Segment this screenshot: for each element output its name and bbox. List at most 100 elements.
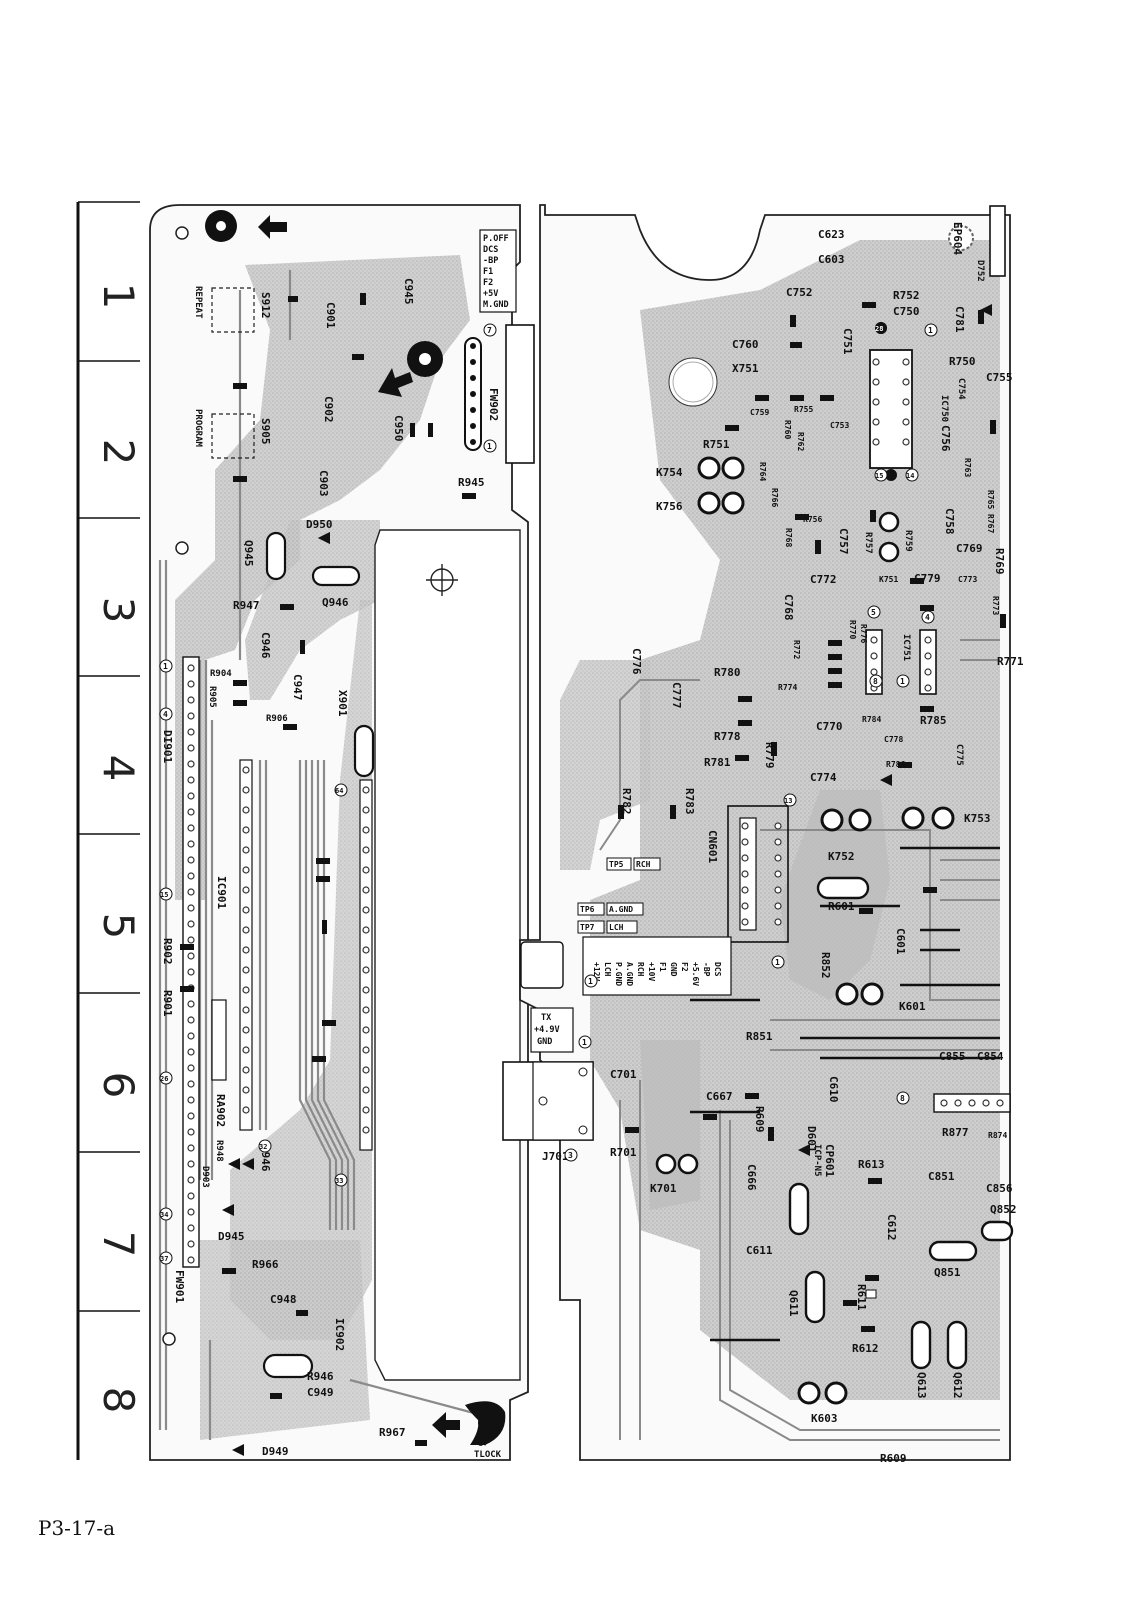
part-label: C903 [317, 470, 330, 497]
part-label: IC750 [939, 395, 949, 422]
tag-text: TP7 [580, 923, 595, 932]
part-label: R901 [161, 990, 174, 1017]
tag-text: RCH [636, 860, 651, 869]
part-label: R774 [778, 683, 797, 692]
pin-number: 15 [875, 472, 883, 480]
part-label: R779 [763, 742, 776, 769]
pin-number: 1 [775, 958, 780, 967]
part-label: D903 [200, 1166, 210, 1188]
part-label: C611 [746, 1244, 773, 1257]
part-label: R757 [863, 532, 873, 554]
ruler-label-2: 2 [94, 439, 143, 466]
part-label: K754 [656, 466, 683, 479]
part-label: D949 [262, 1445, 289, 1458]
part-label: R763 [963, 458, 972, 477]
part-label: R764 [758, 462, 767, 481]
part-label: C760 [732, 338, 759, 351]
part-label: FW902 [487, 388, 500, 421]
pin-number: 13 [784, 797, 792, 805]
part-label: R613 [858, 1158, 885, 1171]
legend-text: TX [541, 1013, 551, 1023]
part-label: R767 [986, 514, 995, 533]
cn601-legend: +12V LCH P.GND A.GND RCH +10V F1 GND F2 … [592, 962, 722, 986]
part-label: R601 [828, 900, 855, 913]
ruler-label-8: 8 [94, 1387, 143, 1414]
part-label: C781 [953, 306, 966, 333]
part-label: K601 [899, 1000, 926, 1013]
part-label: Q946 [322, 596, 349, 609]
ruler-label-7: 7 [94, 1231, 143, 1258]
part-label: C774 [810, 771, 837, 784]
part-label: R609 [753, 1106, 766, 1133]
part-label: R771 [997, 655, 1024, 668]
arrow-icon [258, 215, 287, 239]
part-label: R946 [307, 1370, 334, 1383]
part-label: C769 [956, 542, 983, 555]
part-label: C948 [270, 1293, 297, 1306]
part-label: C750 [893, 305, 920, 318]
pin-number: 5 [871, 608, 876, 617]
part-label: R752 [893, 289, 920, 302]
part-label: J701 [542, 1150, 569, 1163]
part-label: R786 [886, 760, 905, 769]
part-label: R612 [852, 1342, 879, 1355]
ruler-label-5: 5 [94, 913, 143, 940]
legend-text: F2 [680, 962, 689, 972]
pin-number: 64 [335, 787, 343, 795]
part-label: ICP-N5 [812, 1144, 822, 1177]
legend-text: DCS [713, 962, 722, 977]
part-label: X901 [336, 690, 349, 717]
part-label: C772 [810, 573, 837, 586]
part-label: S905 [259, 418, 272, 445]
tlock-label: TLOCK [474, 1450, 502, 1460]
part-label: C855 [939, 1050, 966, 1063]
part-label: C751 [841, 328, 854, 355]
part-label: Q612 [951, 1372, 964, 1399]
left-pads [187, 664, 370, 1264]
legend-text: +4.9V [534, 1025, 560, 1035]
pin-number: 33 [335, 1177, 343, 1185]
pin-number: 32 [259, 1143, 267, 1151]
part-label: R770 [848, 620, 857, 639]
part-label: R760 [783, 420, 792, 439]
left-components [162, 210, 535, 1445]
pin-number: 1 [163, 662, 168, 671]
part-label: C610 [827, 1076, 840, 1103]
part-label: R945 [458, 476, 485, 489]
switch-s905 [211, 413, 255, 459]
part-label: C758 [943, 508, 956, 535]
pin-number: 3 [568, 1151, 573, 1160]
tag-text: LCH [609, 923, 624, 932]
legend-text: +5.6V [691, 962, 700, 986]
legend-text: P.GND [614, 962, 623, 986]
test-point-tags: TP5 RCH TP6 A.GND TP7 LCH [580, 860, 651, 932]
right-smd-parts [618, 302, 1006, 1332]
part-label: C856 [986, 1182, 1013, 1195]
part-label: Q945 [242, 540, 255, 567]
jumper-wires [690, 846, 1000, 1342]
pin-number: 8 [873, 677, 878, 686]
part-label: IC902 [333, 1318, 346, 1351]
legend-text: GND [669, 962, 678, 977]
part-label: R947 [233, 599, 260, 612]
part-label: R611 [855, 1284, 868, 1311]
legend-text: A.GND [625, 962, 634, 986]
arrow-icon [432, 1412, 460, 1438]
part-label: R755 [794, 405, 813, 414]
part-label: CN601 [706, 830, 719, 863]
part-label: Q613 [915, 1372, 928, 1399]
ruler-label-3: 3 [94, 597, 143, 624]
legend-text: -BP [483, 256, 498, 266]
legend-text: RCH [636, 962, 645, 977]
part-label: C776 [630, 648, 643, 675]
legend-text: +5V [483, 289, 498, 299]
grid-ruler [76, 201, 140, 1460]
part-label: R750 [949, 355, 976, 368]
part-label: C770 [816, 720, 843, 733]
right-traces [599, 639, 1000, 1441]
part-label: X751 [732, 362, 759, 375]
part-label: C779 [914, 572, 941, 585]
pin-number: 4 [163, 710, 168, 719]
part-label: Q852 [990, 1203, 1017, 1216]
pin-number: 37 [160, 1255, 168, 1263]
